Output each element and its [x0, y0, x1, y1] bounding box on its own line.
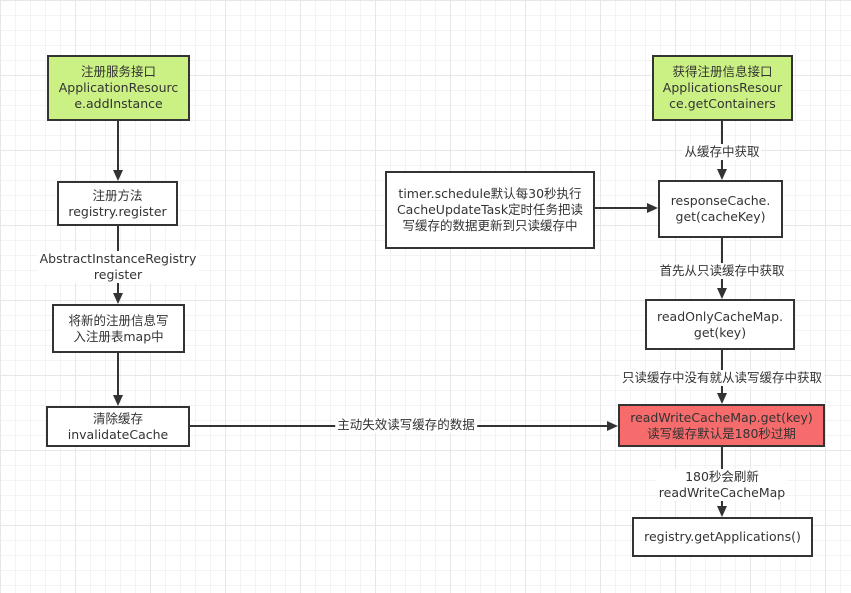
node-text-line: ApplicationResourc: [58, 80, 179, 95]
arrowhead-down-icon: [717, 288, 727, 299]
node-text-line: 获得注册信息接口: [672, 64, 773, 79]
arrowhead-down-icon: [717, 506, 727, 517]
node-registry-get-applications[interactable]: registry.getApplications(): [632, 517, 813, 557]
node-text-line: 入注册表map中: [73, 328, 164, 344]
edge-write-map-to-invalidate[interactable]: [117, 353, 119, 396]
edge-label-line: 只读缓存中没有就从读写缓存中获取: [621, 370, 823, 385]
node-text-line: ce.getContainers: [669, 96, 776, 111]
edge-label-line: readWriteCacheMap: [658, 485, 786, 500]
node-text-line: ApplicationsResour: [662, 80, 783, 95]
node-text-line: get(cacheKey): [675, 209, 766, 224]
arrowhead-right-icon: [647, 203, 658, 213]
node-text-line: timer.schedule默认每30秒执行: [398, 186, 582, 201]
node-text-line: 读写缓存默认是180秒过期: [647, 425, 796, 441]
edge-label-line: AbstractInstanceRegistry: [39, 251, 197, 266]
node-read-write-cache-map-get[interactable]: readWriteCacheMap.get(key) 读写缓存默认是180秒过期: [618, 404, 825, 447]
arrowhead-down-icon: [717, 169, 727, 180]
node-text-line: invalidateCache: [67, 426, 169, 442]
node-invalidate-cache[interactable]: 清除缓存 invalidateCache: [46, 406, 190, 447]
edge-label-line: 从缓存中获取: [684, 144, 760, 159]
edge-label-first-read-only-cache[interactable]: 首先从只读缓存中获取: [657, 263, 787, 279]
arrowhead-right-icon: [607, 421, 618, 431]
node-text-line: get(key): [693, 324, 747, 340]
node-register-service-api[interactable]: 注册服务接口 ApplicationResourc e.addInstance: [47, 55, 190, 121]
edge-label-read-write-fallback[interactable]: 只读缓存中没有就从读写缓存中获取: [619, 370, 825, 386]
node-register-method[interactable]: 注册方法 registry.register: [57, 181, 178, 226]
node-text-line: readWriteCacheMap.get(key): [630, 409, 813, 425]
edge-label-line: 主动失效读写缓存的数据: [337, 417, 475, 432]
edge-label-line: 180秒会刷新: [685, 469, 759, 484]
node-text-line: 注册服务接口: [80, 64, 156, 79]
arrowhead-down-icon: [113, 170, 123, 181]
edge-label-line: 首先从只读缓存中获取: [659, 263, 785, 278]
edge-label-abstract-instance-registry[interactable]: AbstractInstanceRegistry register: [37, 251, 199, 283]
node-text-line: e.addInstance: [74, 96, 163, 111]
edge-register-api-to-register-method[interactable]: [117, 121, 119, 170]
node-timer-cache-update-task[interactable]: timer.schedule默认每30秒执行 CacheUpdateTask定时…: [385, 171, 595, 249]
node-text-line: responseCache.: [670, 193, 771, 208]
arrowhead-down-icon: [113, 395, 123, 406]
node-read-only-cache-map-get[interactable]: readOnlyCacheMap. get(key): [645, 299, 795, 350]
edge-label-invalidate-read-write-data[interactable]: 主动失效读写缓存的数据: [335, 417, 477, 433]
edge-label-get-from-cache[interactable]: 从缓存中获取: [682, 144, 762, 160]
edge-timer-to-response-cache[interactable]: [595, 207, 648, 209]
node-text-line: CacheUpdateTask定时任务把读: [396, 202, 584, 217]
node-response-cache-get[interactable]: responseCache. get(cacheKey): [658, 180, 783, 238]
node-write-registry-map[interactable]: 将新的注册信息写 入注册表map中: [52, 304, 185, 353]
node-text-line: registry.getApplications(): [644, 529, 801, 544]
node-text-line: readOnlyCacheMap.: [656, 308, 783, 324]
node-text-line: registry.register: [68, 203, 167, 219]
edge-label-line: register: [93, 267, 143, 282]
arrowhead-down-icon: [717, 393, 727, 404]
arrowhead-down-icon: [113, 293, 123, 304]
edge-label-refresh-180-seconds[interactable]: 180秒会刷新 readWriteCacheMap: [656, 469, 788, 501]
node-text-line: 写缓存的数据更新到只读缓存中: [402, 218, 578, 233]
node-get-registry-info-api[interactable]: 获得注册信息接口 ApplicationsResour ce.getContai…: [652, 55, 793, 121]
node-text-line: 清除缓存: [92, 410, 143, 426]
node-text-line: 注册方法: [92, 187, 143, 203]
node-text-line: 将新的注册信息写: [68, 312, 169, 328]
